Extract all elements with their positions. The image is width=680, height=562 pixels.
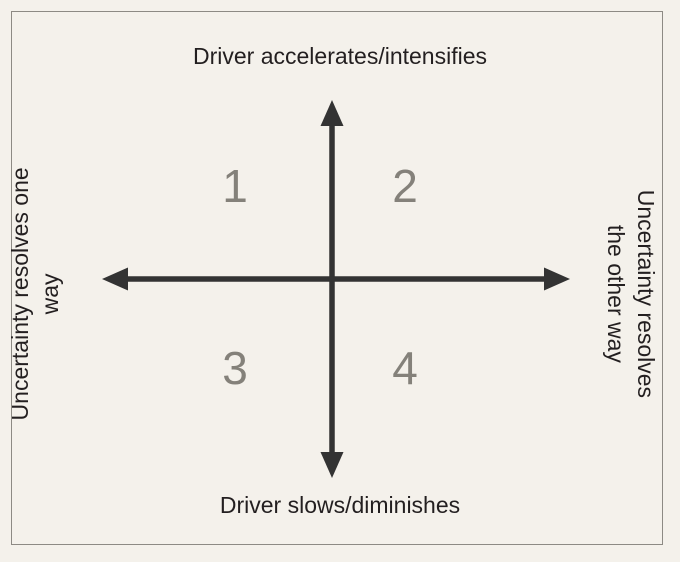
arrowhead-left-icon bbox=[102, 267, 128, 291]
quadrant-number-1: 1 bbox=[222, 160, 248, 212]
arrowhead-right-icon bbox=[544, 267, 570, 291]
axis-label-bottom: Driver slows/diminishes bbox=[219, 492, 461, 518]
axis-label-right: Uncertainty resolves the other way bbox=[603, 189, 659, 399]
axis-label-left: Uncertainty resolves one way bbox=[7, 167, 63, 421]
quadrant-number-2: 2 bbox=[392, 160, 418, 212]
arrowhead-down-icon bbox=[320, 452, 344, 478]
quadrant-number-4: 4 bbox=[392, 342, 418, 394]
arrowhead-up-icon bbox=[320, 100, 344, 126]
axis-label-top: Driver accelerates/intensifies bbox=[192, 43, 487, 69]
quadrant-number-3: 3 bbox=[222, 342, 248, 394]
